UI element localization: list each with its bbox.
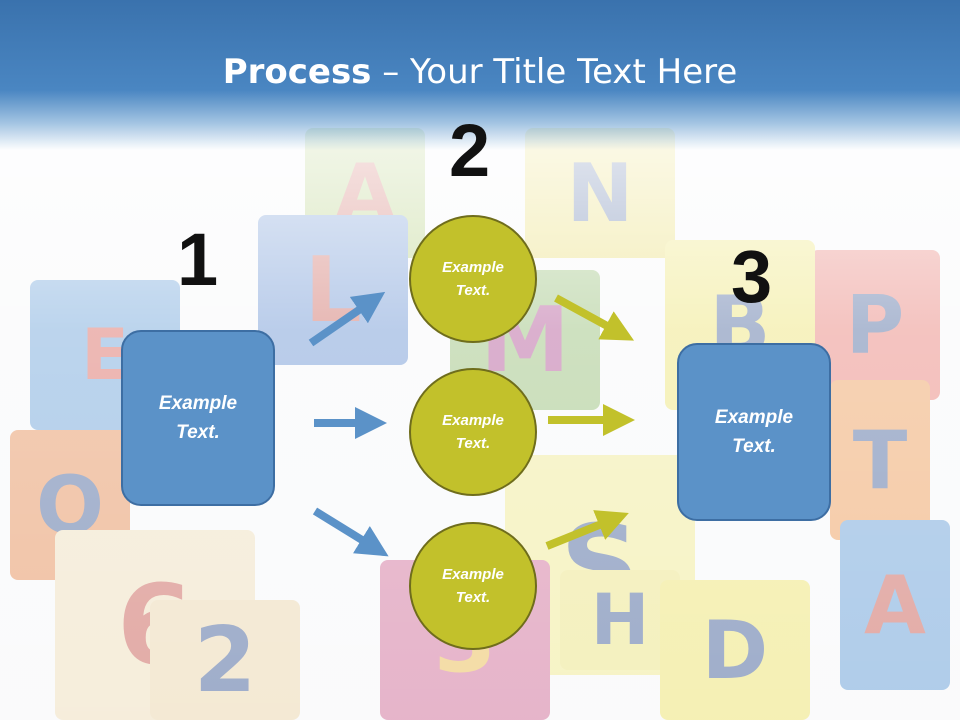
title-bold: Process — [222, 52, 372, 92]
arrow-from-top-circle — [554, 294, 635, 341]
circle-top-text: Example Text. — [442, 259, 504, 299]
step-2-circle-top: Example Text. — [409, 215, 537, 343]
step-3-text: Example Text. — [714, 407, 794, 457]
circle-middle-text: Example Text. — [442, 412, 504, 452]
circle-bottom-text: Example Text. — [442, 566, 504, 606]
step-1-box: Example Text. — [121, 330, 275, 506]
step-3-number: 3 — [731, 235, 773, 318]
step-3-box: Example Text. — [677, 343, 831, 521]
title-bar — [0, 0, 960, 150]
title-rest: – Your Title Text Here — [371, 52, 738, 92]
page-title: Process – Your Title Text Here — [0, 52, 960, 92]
arrow-to-top-circle — [308, 291, 386, 347]
step-1-number: 1 — [177, 218, 219, 301]
arrow-from-bottom-circle — [545, 510, 629, 550]
step-1-text: Example Text. — [158, 393, 238, 443]
step-2-circle-bottom: Example Text. — [409, 522, 537, 650]
step-2-number: 2 — [449, 109, 491, 192]
arrow-to-bottom-circle — [312, 507, 389, 557]
step-2-circle-middle: Example Text. — [409, 368, 537, 496]
